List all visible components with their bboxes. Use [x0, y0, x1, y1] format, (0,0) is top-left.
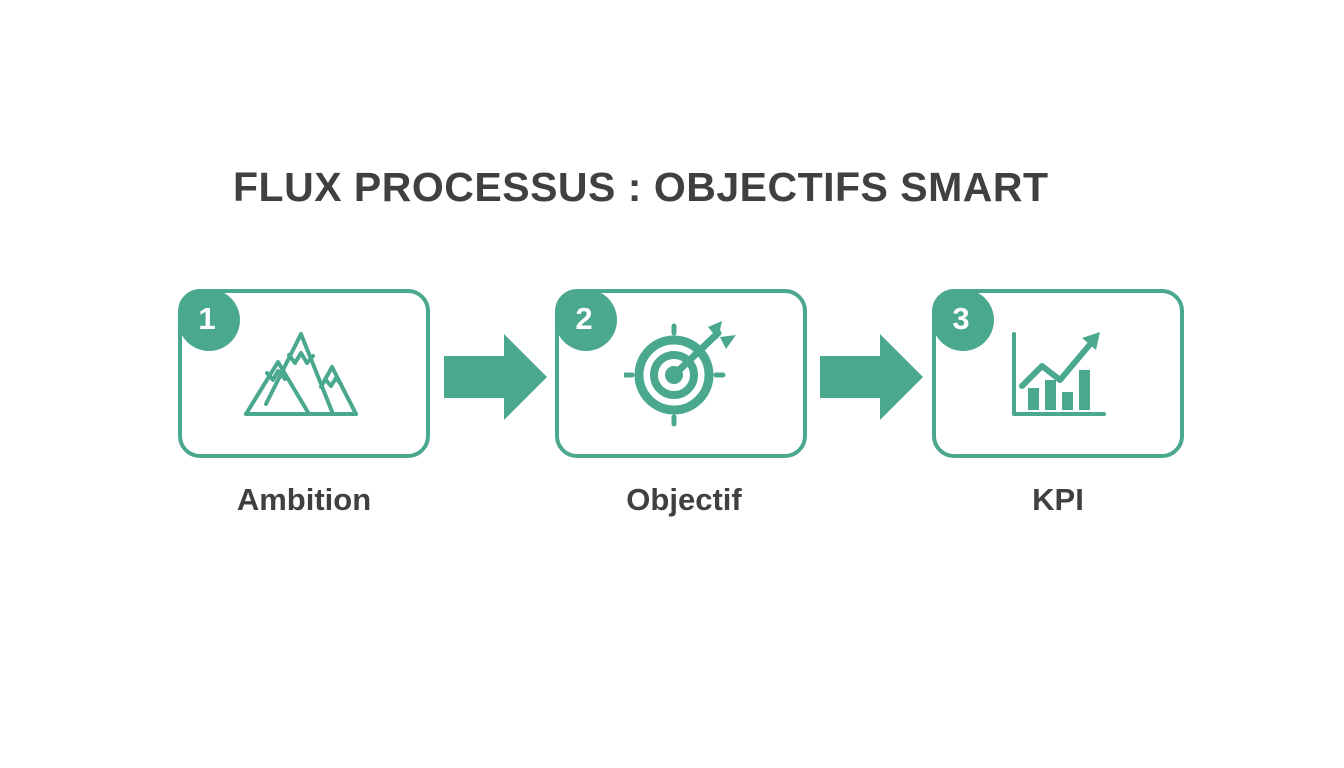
bar-chart-growth-icon	[1012, 331, 1106, 416]
arrow-right-icon	[820, 334, 923, 420]
page-title: FLUX PROCESSUS : OBJECTIFS SMART	[233, 164, 1049, 210]
target-icon	[624, 320, 736, 426]
step-box-ambition: 1	[178, 289, 430, 458]
step-label-objectif: Objectif	[626, 482, 742, 517]
step-label-kpi: KPI	[1032, 482, 1084, 517]
step-number-badge: 2	[555, 289, 617, 351]
step-number-badge: 1	[178, 289, 240, 351]
step-label-ambition: Ambition	[236, 482, 372, 517]
arrow-right-icon	[444, 334, 547, 420]
step-box-objectif: 2	[555, 289, 807, 458]
step-box-kpi: 3	[932, 289, 1184, 458]
step-number-badge: 3	[932, 289, 994, 351]
mountain-icon	[244, 331, 358, 416]
